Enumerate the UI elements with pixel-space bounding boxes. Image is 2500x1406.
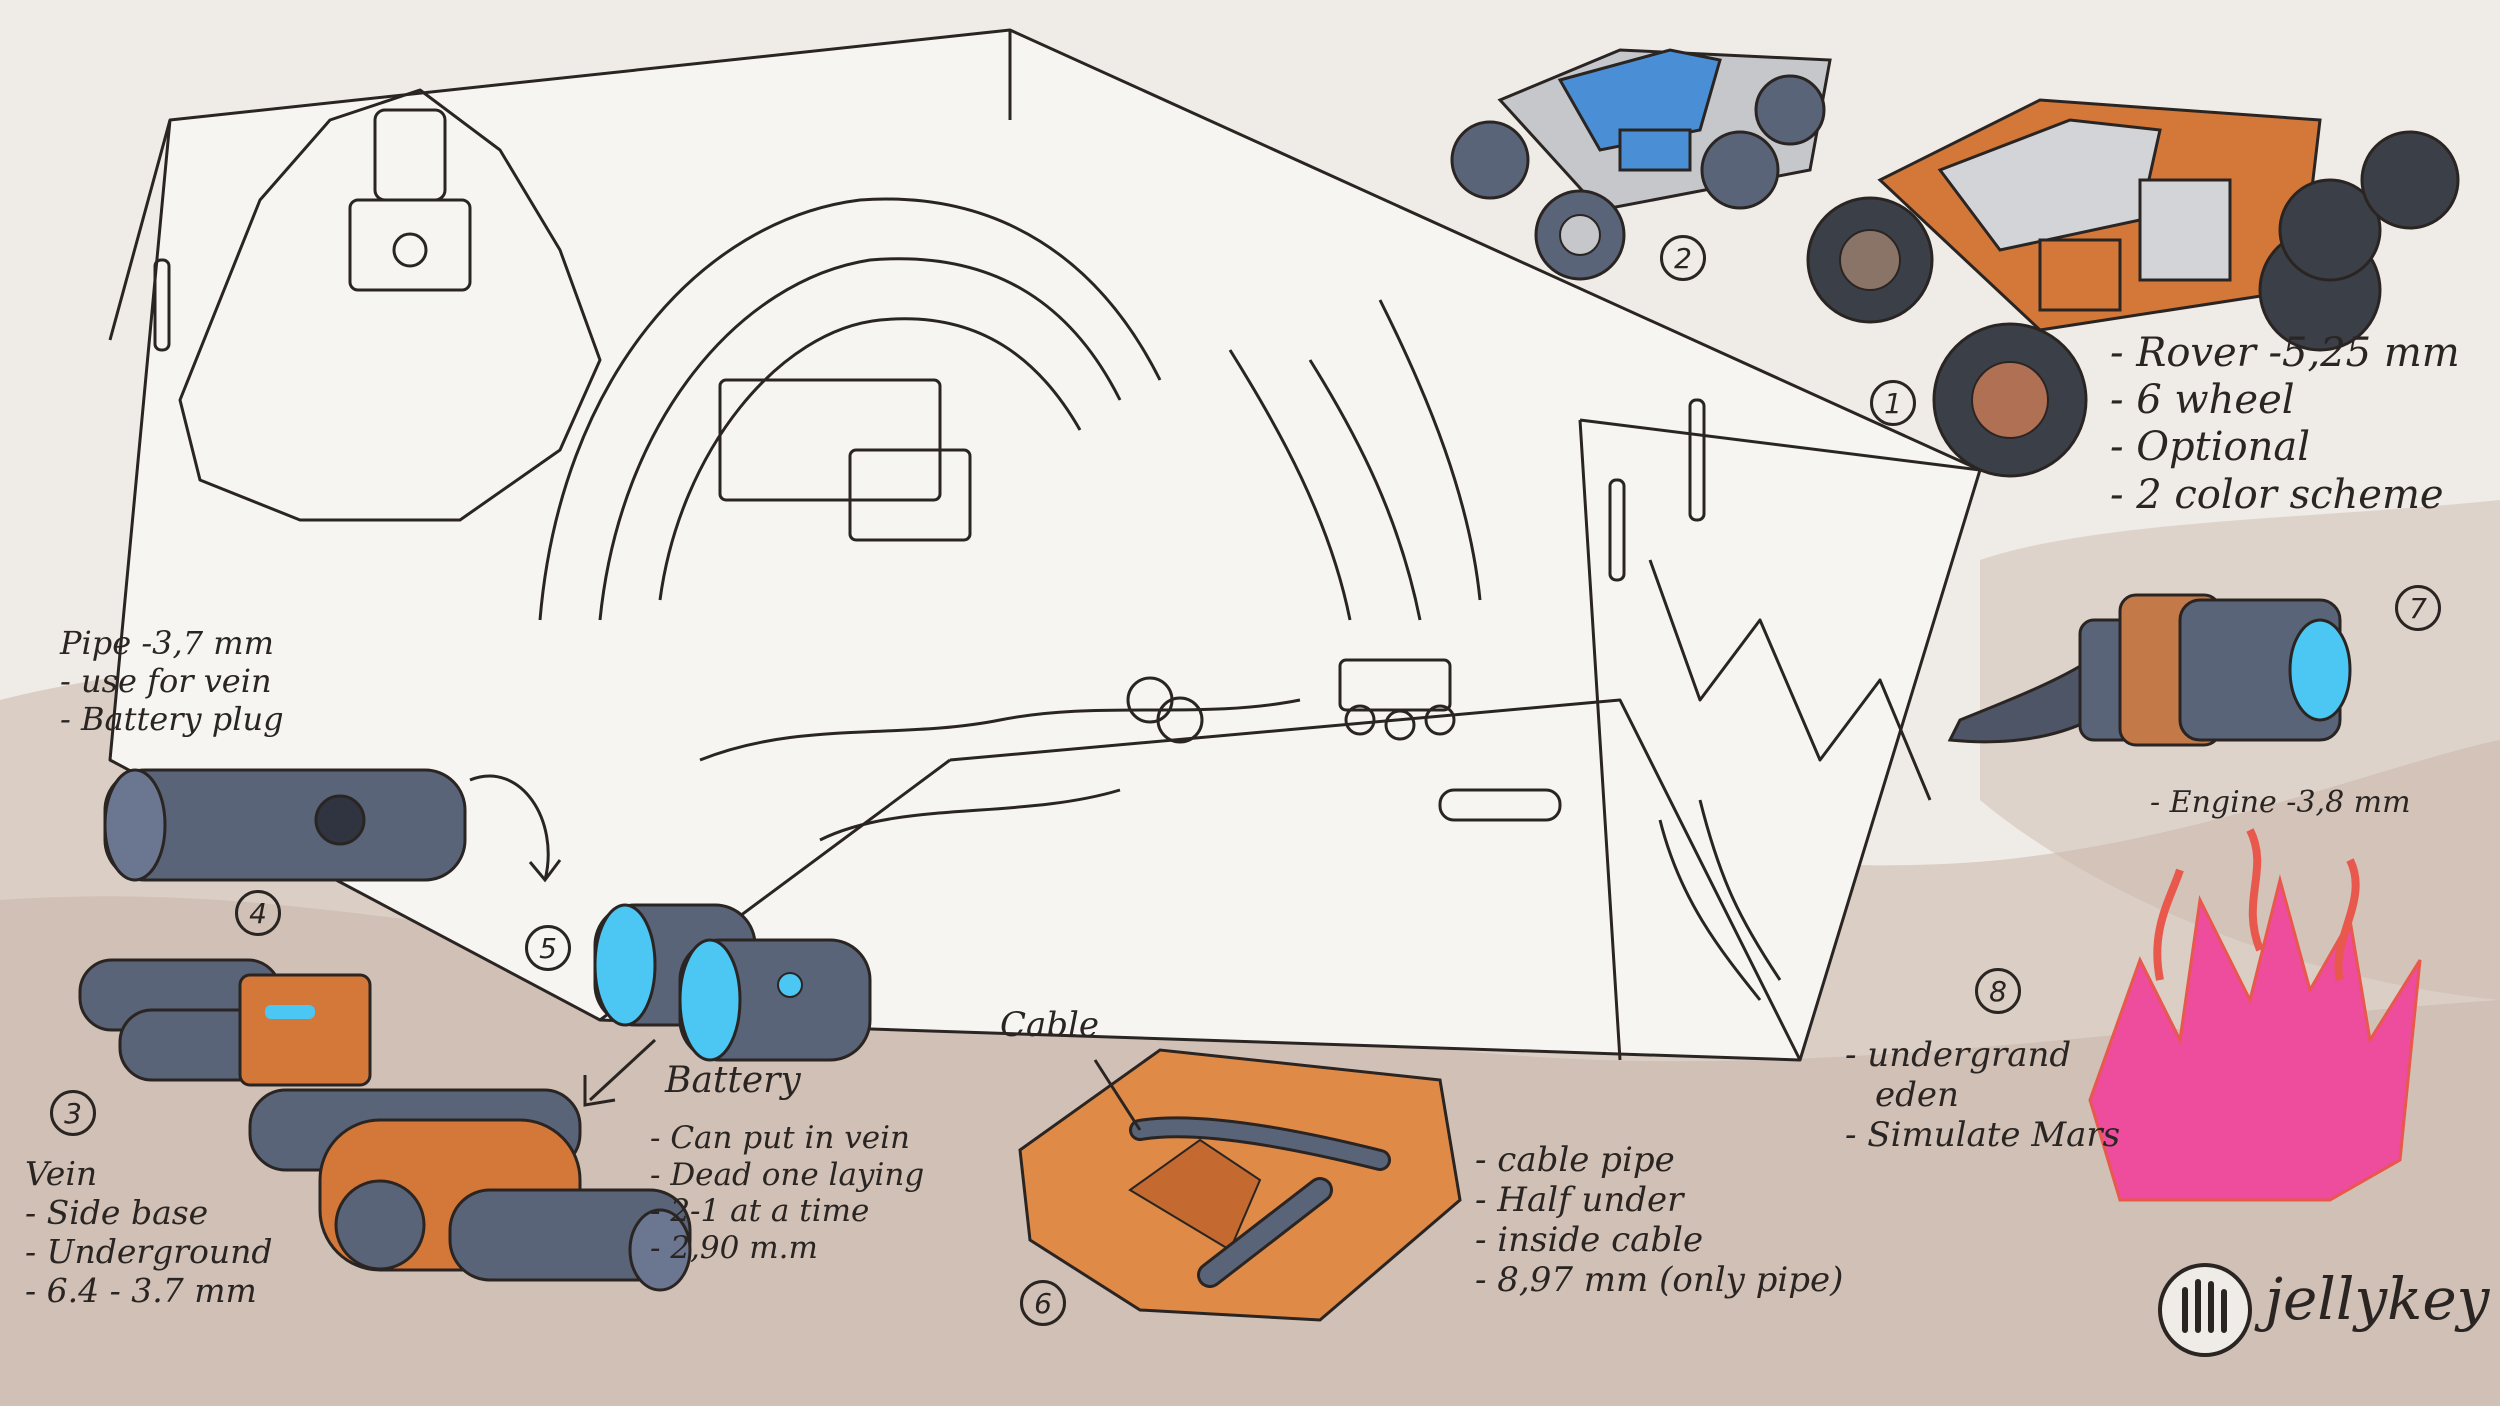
note-line: - 6 wheel <box>2110 377 2295 424</box>
vein-icon <box>78 958 692 1292</box>
pipe-icon <box>103 768 467 882</box>
arrow-curved-icon <box>469 774 550 881</box>
note-line: - 6.4 - 3.7 mm <box>25 1270 257 1310</box>
vein-notes: Vein - Side base - Underground - 6.4 - 3… <box>25 1154 273 1311</box>
note-line: - Optional <box>2110 424 2310 471</box>
note-line: - Dead one laying <box>650 1156 925 1193</box>
marker-1: 1 <box>1870 380 1916 426</box>
note-line: Vein <box>25 1154 98 1193</box>
brand-logo: jellykey <box>2255 1265 2489 1333</box>
note-line: - Underground <box>25 1231 273 1271</box>
engine-icon <box>1947 593 2352 747</box>
battery-notes: - Can put in vein - Dead one laying - 2-… <box>650 1120 924 1266</box>
diorama-line-art <box>108 28 1982 1062</box>
note-line: - use for vein <box>60 661 272 700</box>
battery-title: Battery <box>665 1060 801 1101</box>
marker-3: 3 <box>50 1090 96 1136</box>
rover-notes: - Rover -5,25 mm - 6 wheel - Optional - … <box>2110 330 2460 519</box>
note-line: eden <box>1875 1075 1959 1116</box>
note-line: - 2 color scheme <box>2110 471 2444 518</box>
marker-4: 4 <box>235 890 281 936</box>
note-line: - Can put in vein <box>650 1120 910 1156</box>
battery-icon <box>593 903 872 1062</box>
note-line: - Half under <box>1475 1180 1684 1221</box>
brand-name: jellykey <box>2265 1265 2490 1333</box>
pipe-notes: Pipe -3,7 mm - use for vein - Battery pl… <box>60 624 284 738</box>
eden-notes: - undergrand eden - Simulate Mars <box>1845 1035 2120 1155</box>
marker-5: 5 <box>525 925 571 971</box>
note-line: - Battery plug <box>60 699 284 738</box>
note-line: - undergrand <box>1845 1035 2072 1075</box>
note-line: - 2-1 at a time <box>650 1193 870 1230</box>
note-line: - 2,90 m.m <box>650 1229 818 1266</box>
note-line: - cable pipe <box>1475 1140 1675 1180</box>
rover-blue-icon <box>1450 48 1832 281</box>
marker-6: 6 <box>1020 1280 1066 1326</box>
note-line: Pipe -3,7 mm <box>60 624 274 662</box>
jellykey-hand-logo-icon <box>2158 1263 2252 1357</box>
marker-7: 7 <box>2395 585 2441 631</box>
marker-8: 8 <box>1975 968 2021 1014</box>
note-line: - Simulate Mars <box>1845 1115 2121 1156</box>
rover-orange-icon <box>1806 98 2460 478</box>
cable-tile-icon <box>1018 1048 1462 1322</box>
coral-eden-icon <box>2088 828 2422 1202</box>
engine-notes: - Engine -3,8 mm <box>2150 785 2411 820</box>
cable-notes: - cable pipe - Half under - inside cable… <box>1475 1140 1843 1300</box>
note-line: - Rover -5,25 mm <box>2110 330 2460 376</box>
note-line: - Engine -3,8 mm <box>2150 785 2411 820</box>
cable-title: Cable <box>1000 1005 1100 1045</box>
note-line: - Side base <box>25 1192 209 1232</box>
note-line: - inside cable <box>1475 1220 1704 1261</box>
note-line: - 8,97 mm (only pipe) <box>1475 1260 1844 1301</box>
marker-2: 2 <box>1660 235 1706 281</box>
